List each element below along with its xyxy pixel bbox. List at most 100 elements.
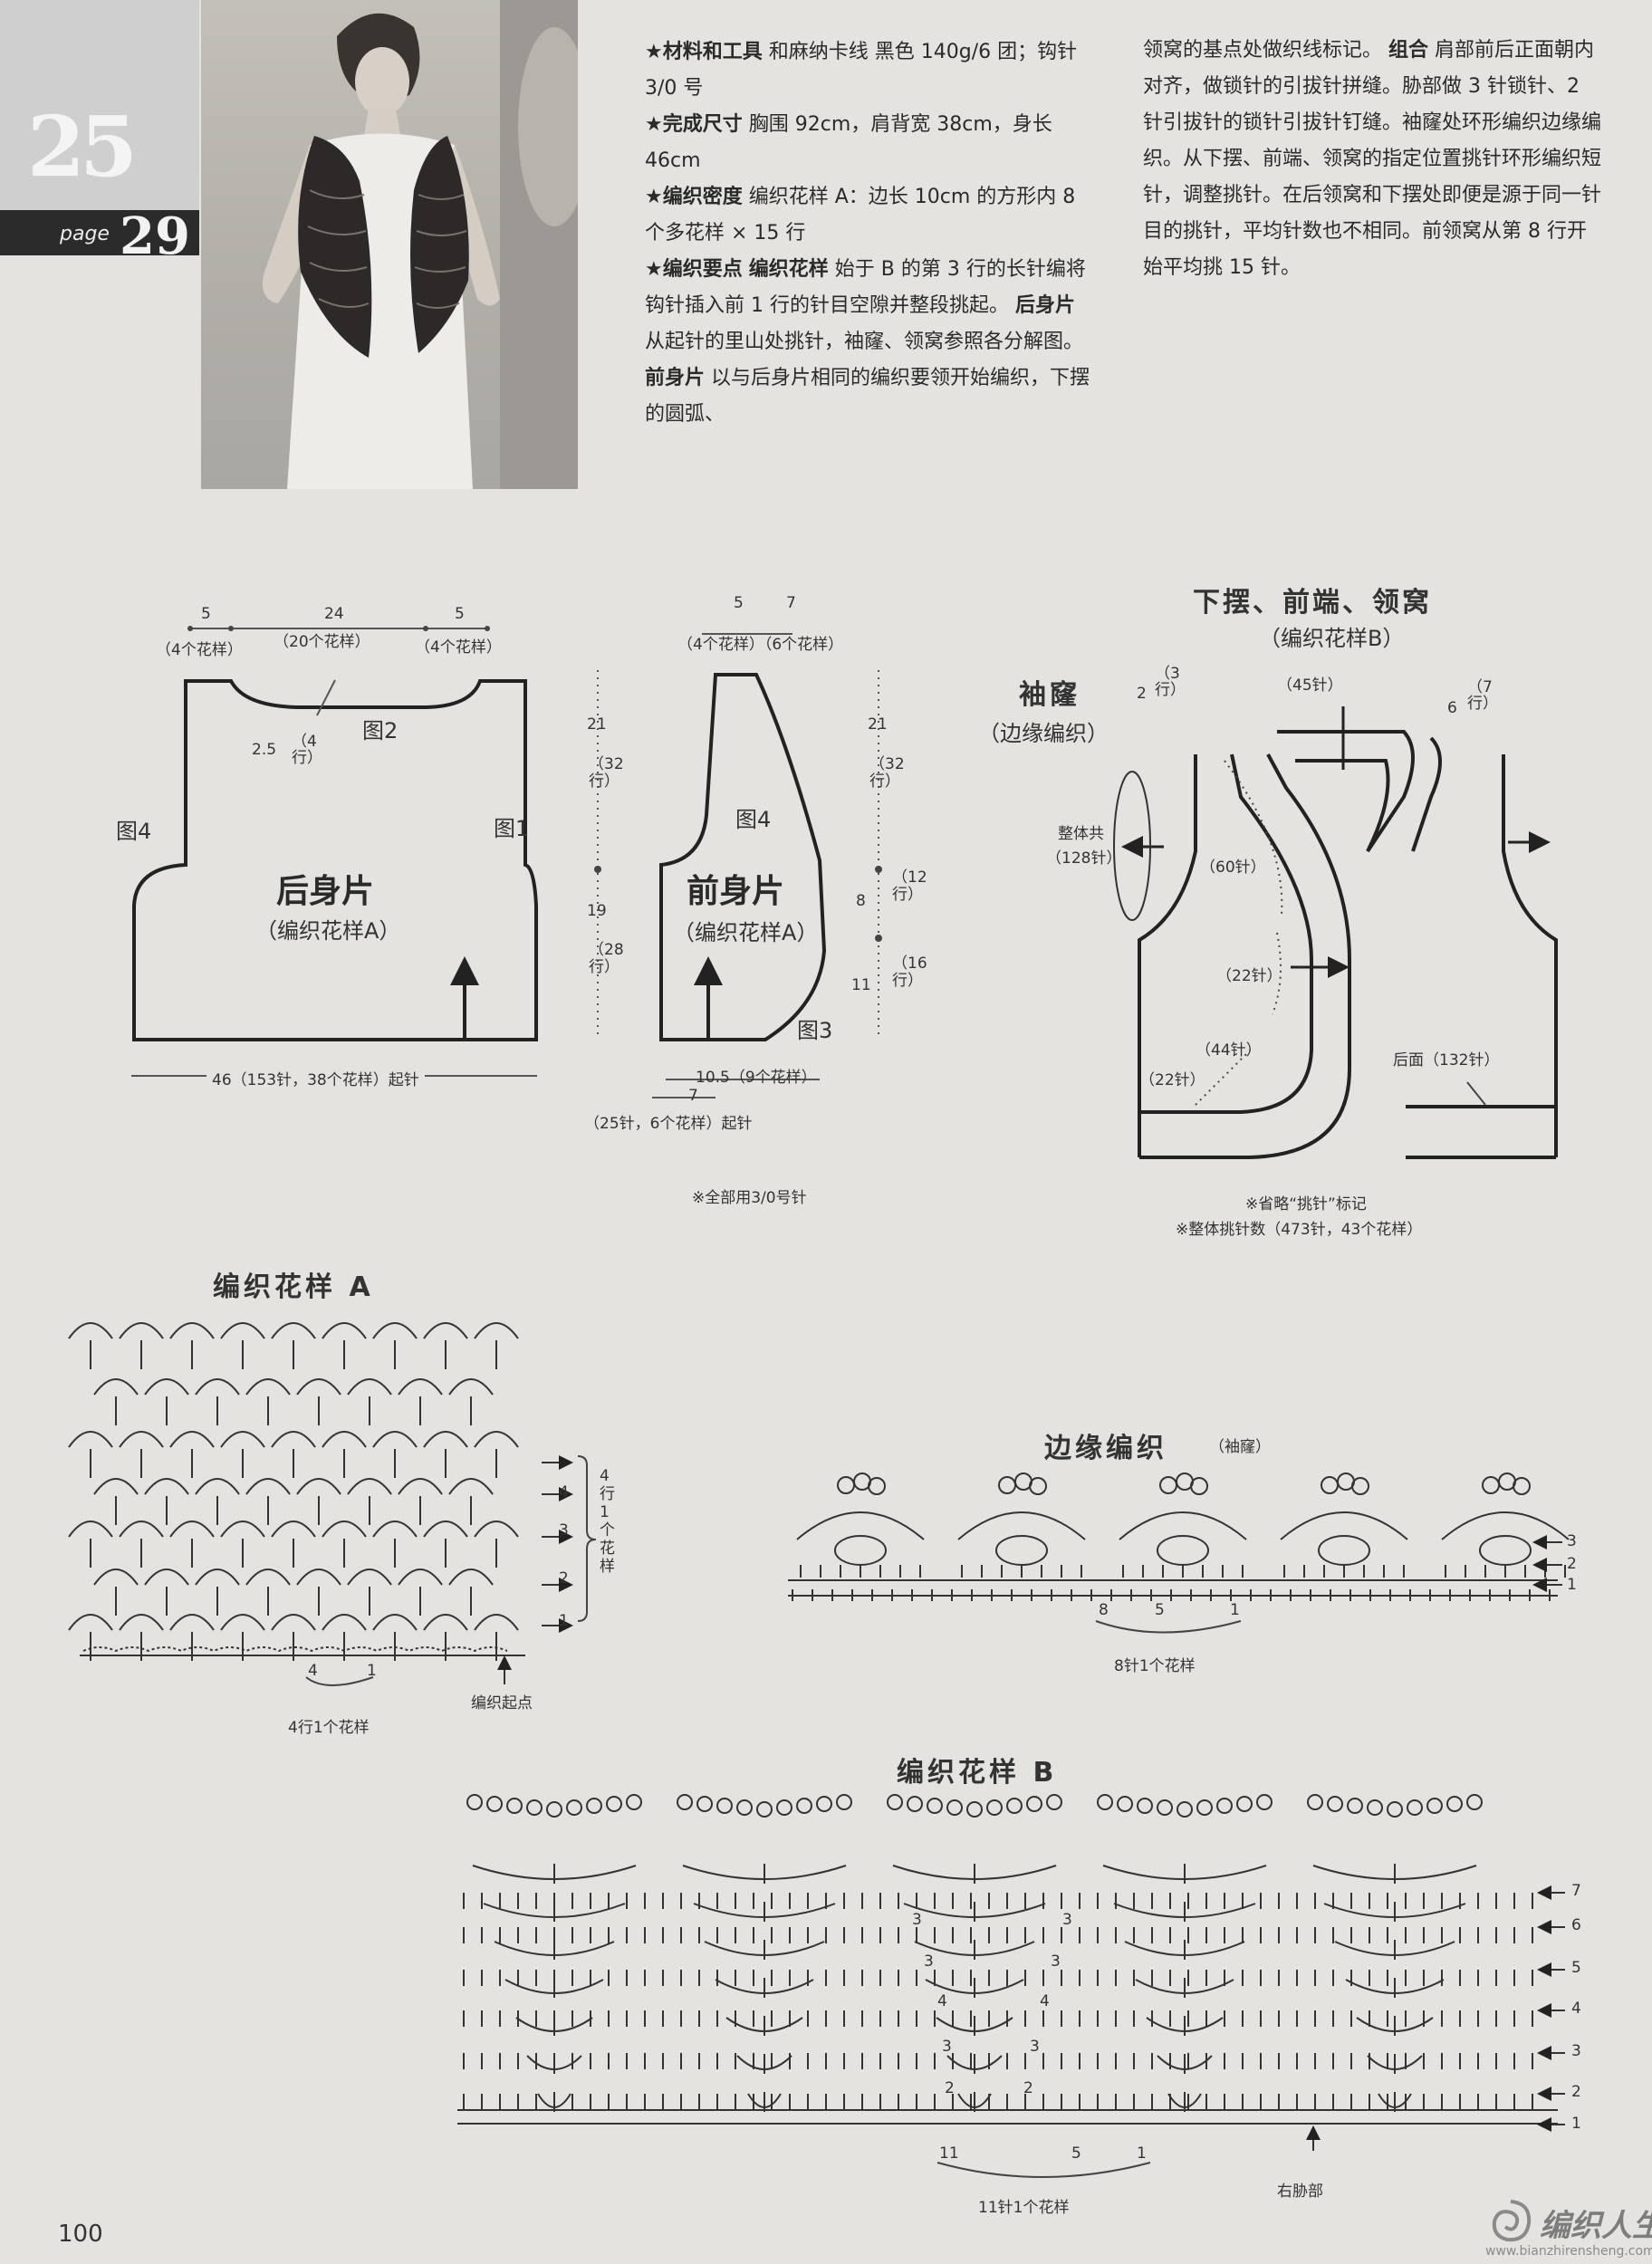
back-top-left-sub: （4个花样） (156, 641, 243, 659)
page-ref-bar (0, 210, 199, 255)
pattern-b-inner-6: 4 (1040, 1992, 1050, 2010)
size-text: 胸围 92cm，肩背宽 38cm，身长 46cm (645, 113, 1052, 172)
back-top-right-value: 5 (455, 605, 465, 623)
pattern-a-foot-4: 4 (308, 1662, 318, 1680)
edge-foot-8: 8 (1099, 1601, 1109, 1619)
armhole-title: 袖窿 (1019, 679, 1081, 711)
pattern-a-row-3: 3 (559, 1521, 569, 1540)
back-count: 后面（132针） (1393, 1051, 1500, 1070)
pattern-text: 始于 B 的第 3 行的长针编将钩针插入前 1 行的针目空隙并整段挑起。 (645, 258, 1086, 317)
pattern-a-chart (80, 1646, 525, 1656)
pattern-a-start: 编织起点 (471, 1694, 533, 1712)
size-line: ★完成尺寸 胸围 92cm，肩背宽 38cm，身长 46cm (645, 113, 1052, 172)
back-piece-outline (132, 679, 538, 1041)
pattern-b-rows (463, 1893, 1533, 2110)
edging-note-2: ※整体挑针数（473针，43个花样） (1176, 1221, 1423, 1239)
edge-row-2: 2 (1567, 1555, 1577, 1573)
assembly-label: 组合 (1388, 39, 1429, 62)
edge-repeat-label: 8针1个花样 (1114, 1657, 1196, 1675)
needle-note: ※全部用3/0号针 (692, 1189, 807, 1207)
points-line: ★编织要点 编织花样 始于 B 的第 3 行的长针编将钩针插入前 1 行的针目空… (645, 258, 1090, 426)
pattern-a-repeat-rows: 4行1个花样 (600, 1467, 615, 1576)
pattern-b-foot-1: 1 (1137, 2144, 1147, 2163)
pattern-b-chart (457, 2109, 1558, 2125)
front-piece-outline (659, 673, 827, 1041)
shoulder-right-value: 6 (1447, 699, 1457, 717)
front-h-upper-rows: （32行） (589, 755, 624, 791)
back-fig2: 图2 (362, 718, 399, 743)
page-ref-word: page (60, 223, 110, 245)
front-fig3: 图3 (797, 1018, 833, 1043)
pattern-b-inner-3: 3 (924, 1952, 934, 1971)
pattern-b-row-4: 4 (1571, 2000, 1581, 2018)
front-label: 前身片 (645, 367, 706, 389)
armhole-subtitle: （边缘编织） (978, 721, 1109, 746)
edge-chart (788, 1579, 1558, 1597)
back-top-right-sub: （4个花样） (415, 638, 502, 657)
count-22-a: （22针） (1216, 967, 1282, 985)
back-title: 后身片 (276, 873, 375, 910)
front-r-low: 11 (851, 976, 871, 994)
pattern-b-row-6: 6 (1571, 1916, 1581, 1934)
count-22-b: （22针） (1139, 1071, 1205, 1089)
back-label: 后身片 (1015, 294, 1076, 317)
materials-label: 材料和工具 (662, 41, 763, 63)
gauge-text: 编织花样 A：边长 10cm 的方形内 8 个多花样 × 15 行 (645, 186, 1076, 245)
front-top-right-value: 7 (786, 594, 796, 612)
pattern-b-row-2: 2 (1571, 2083, 1581, 2101)
back-bottom-dim: 46（153针，38个花样）起针 (206, 1067, 425, 1089)
edge-title-sub: （袖窿） (1209, 1438, 1271, 1456)
edge-row-1: 1 (1567, 1576, 1577, 1594)
watermark-logo-icon (1485, 2196, 1535, 2246)
pattern-b-inner-5: 4 (937, 1992, 947, 2010)
front-h-upper: 21 (587, 715, 607, 734)
count-60: （60针） (1200, 859, 1266, 877)
page-number: 100 (58, 2221, 103, 2248)
pattern-number: 25 (27, 98, 138, 196)
back-top-mid-sub: （20个花样） (274, 633, 370, 651)
pattern-a-row-2: 2 (559, 1569, 569, 1588)
back-fig1: 图1 (494, 816, 530, 841)
pattern-badge (0, 0, 199, 210)
pattern-b-inner-4: 3 (1051, 1952, 1061, 1971)
pattern-b-inner-7: 3 (942, 2038, 952, 2056)
pattern-b-foot-11: 11 (939, 2144, 959, 2163)
front-text: 以与后身片相同的编织要领开始编织，下摆的圆弧、 (645, 367, 1090, 426)
front-top-left-value: 5 (734, 594, 744, 612)
front-fig4: 图4 (735, 807, 772, 832)
pattern-b-side-label: 右胁部 (1277, 2182, 1323, 2201)
front-h-lower: 19 (587, 902, 607, 920)
front-subtitle: （编织花样A） (673, 920, 819, 945)
front-bottom-2: 7 (688, 1087, 698, 1105)
pattern-a-row-4: 4 (559, 1483, 569, 1501)
pattern-b-inner-2: 3 (1062, 1911, 1072, 1929)
shoulder-left-value: 2 (1137, 685, 1147, 703)
pattern-a-title: 编织花样 A (213, 1271, 374, 1303)
instructions-right: 领窝的基点处做织线标记。 组合 肩部前后正面朝内对齐，做锁针的引拔针拼缝。胁部做… (1143, 33, 1605, 286)
gauge-line: ★编织密度 编织花样 A：边长 10cm 的方形内 8 个多花样 × 15 行 (645, 186, 1076, 245)
edge-motifs (792, 1473, 1570, 1601)
edge-foot-5: 5 (1155, 1601, 1165, 1619)
shoulder-right-rows: （7行） (1467, 678, 1498, 713)
pattern-b-row-5: 5 (1571, 1959, 1581, 1977)
watermark-brand: 编织人生 (1540, 2208, 1652, 2244)
pattern-b-row-7: 7 (1571, 1882, 1581, 1900)
edge-title: 边缘编织 (1044, 1433, 1167, 1464)
pattern-b-inner-1: 3 (912, 1911, 922, 1929)
edging-title: 下摆、前端、领窝 (1193, 587, 1432, 619)
page-ref-number: 29 (120, 206, 190, 266)
back-subtitle: （编织花样A） (255, 918, 401, 944)
back-top-left-value: 5 (201, 605, 211, 623)
size-label: 完成尺寸 (662, 113, 743, 136)
pattern-b-row-3: 3 (1571, 2042, 1581, 2060)
front-h-lower-rows: （28行） (589, 941, 624, 976)
materials-line: ★材料和工具 和麻纳卡线 黑色 140g/6 团；钩针 3/0 号 (645, 41, 1078, 100)
points-label: 编织要点 (662, 258, 743, 281)
assembly-text: 肩部前后正面朝内对齐，做锁针的引拔针拼缝。胁部做 3 针锁针、2 针引拔针的锁针… (1143, 39, 1602, 279)
materials-text: 和麻纳卡线 黑色 140g/6 团；钩针 3/0 号 (645, 41, 1078, 100)
edging-subtitle: （编织花样B） (1259, 626, 1405, 651)
pattern-b-inner-8: 3 (1030, 2038, 1040, 2056)
shoulder-left-rows: （3行） (1155, 665, 1186, 699)
pattern-a-rows (68, 1322, 519, 1661)
